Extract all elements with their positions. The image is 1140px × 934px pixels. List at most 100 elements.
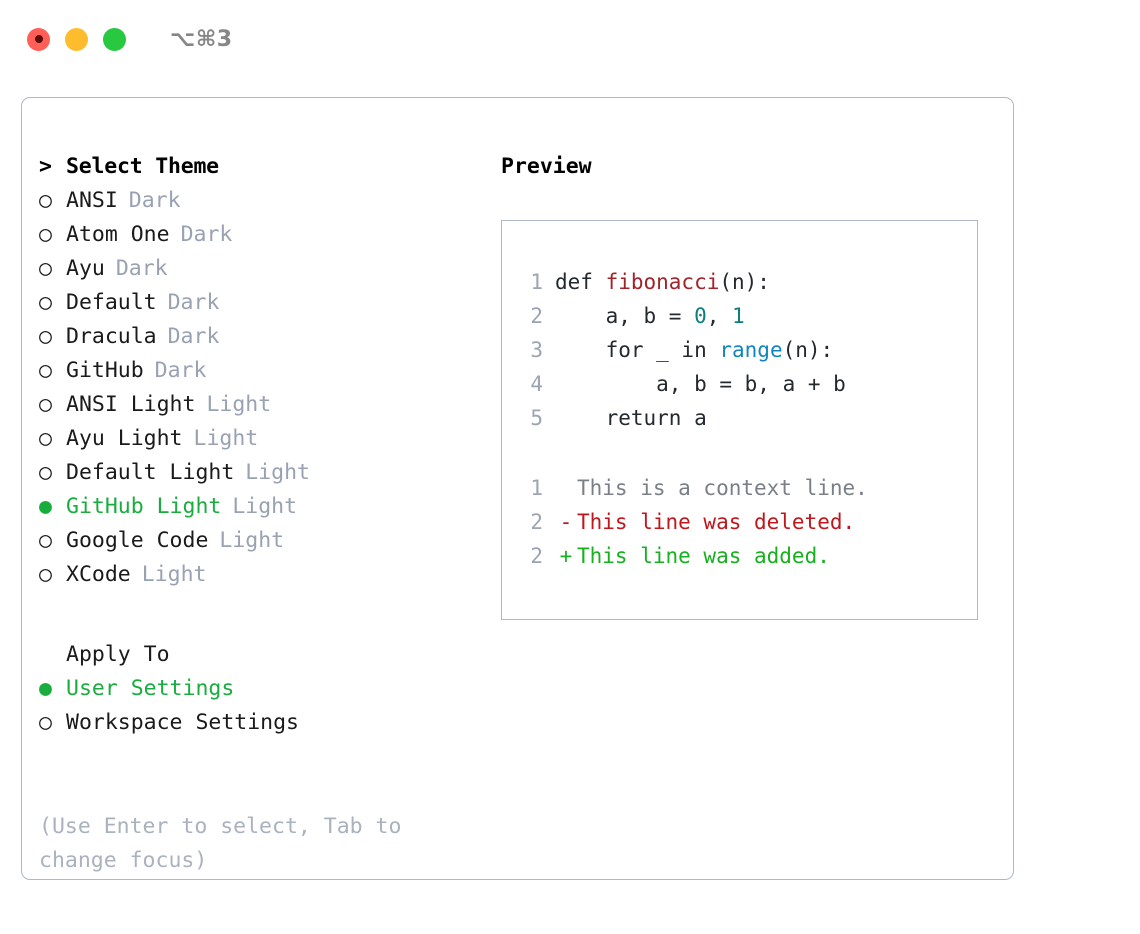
- line-number: 1: [530, 476, 543, 500]
- theme-option-label: Default Light: [66, 460, 235, 485]
- radio-unselected-icon: ○: [39, 188, 52, 213]
- theme-variant-badge: Dark: [167, 324, 220, 349]
- theme-option-label: Google Code: [66, 528, 209, 553]
- line-number: 2: [530, 304, 543, 328]
- window-controls: [27, 27, 126, 51]
- blank-marker-icon: ○: [39, 638, 66, 672]
- theme-option-label: ANSI Light: [66, 392, 196, 417]
- code-token-call: range: [719, 338, 783, 362]
- theme-variant-badge: Dark: [180, 222, 233, 247]
- diff-sample: 1 This is a context line.2-This line was…: [502, 471, 977, 573]
- code-line-text: def fibonacci(n):: [555, 265, 770, 299]
- radio-unselected-icon: ○: [39, 392, 52, 417]
- theme-variant-badge: Light: [232, 494, 298, 519]
- radio-unselected-icon: ○: [39, 562, 52, 587]
- code-token-plain: ,: [706, 304, 733, 328]
- title-bar: ⌥⌘3: [0, 0, 1140, 78]
- code-line: 2 a, b = 0, 1: [502, 299, 977, 333]
- minimize-button[interactable]: [65, 27, 88, 51]
- line-number: 1: [530, 270, 543, 294]
- diff-line-text: This line was added.: [577, 544, 830, 568]
- theme-option-label: Dracula: [66, 324, 157, 349]
- apply-to-header: ○ Apply To: [39, 638, 469, 672]
- spacer: [502, 435, 977, 471]
- theme-option[interactable]: ○ Google Code Light: [39, 524, 469, 558]
- diff-line: 2+This line was added.: [502, 539, 977, 573]
- preview-title: Preview: [501, 154, 592, 179]
- theme-option-label: GitHub: [66, 358, 144, 383]
- apply-to-label: Apply To: [66, 642, 170, 667]
- radio-unselected-icon: ○: [39, 710, 52, 735]
- radio-selected-icon: ●: [39, 494, 52, 519]
- maximize-button[interactable]: [103, 27, 126, 51]
- theme-option[interactable]: ○ Ayu Dark: [39, 252, 469, 286]
- apply-to-list: ●User Settings ○ Workspace Settings: [39, 672, 469, 740]
- theme-variant-badge: Dark: [115, 256, 168, 281]
- theme-option-label: Default: [66, 290, 157, 315]
- code-token-plain: a, b =: [555, 304, 695, 328]
- spacer: [39, 592, 469, 638]
- theme-option[interactable]: ○ Dracula Dark: [39, 320, 469, 354]
- radio-unselected-icon: ○: [39, 528, 52, 553]
- code-token-num: 1: [732, 304, 745, 328]
- theme-variant-badge: Dark: [167, 290, 220, 315]
- theme-variant-badge: Light: [141, 562, 207, 587]
- apply-to-option-label: User Settings: [66, 676, 235, 701]
- code-token-fn: fibonacci: [605, 270, 720, 294]
- code-token-num: 0: [694, 304, 707, 328]
- line-number: 4: [530, 372, 543, 396]
- code-line-text: a, b = 0, 1: [555, 299, 745, 333]
- code-token-plain: (n):: [719, 270, 770, 294]
- diff-sign-del: -: [559, 510, 573, 534]
- theme-variant-badge: Light: [245, 460, 311, 485]
- apply-to-option[interactable]: ●User Settings: [39, 672, 469, 706]
- code-line-text: for _ in range(n):: [555, 333, 834, 367]
- code-token-plain: return a: [555, 406, 707, 430]
- theme-variant-badge: Dark: [154, 358, 207, 383]
- theme-variant-badge: Light: [219, 528, 285, 553]
- theme-variant-badge: Dark: [128, 188, 181, 213]
- code-token-plain: def: [555, 270, 606, 294]
- diff-line-text: This is a context line.: [577, 476, 868, 500]
- radio-unselected-icon: ○: [39, 324, 52, 349]
- code-token-plain: a, b = b, a + b: [555, 372, 846, 396]
- theme-option[interactable]: ○ ANSI Dark: [39, 184, 469, 218]
- apply-to-option[interactable]: ○ Workspace Settings: [39, 706, 469, 740]
- radio-unselected-icon: ○: [39, 222, 52, 247]
- keyboard-hint: (Use Enter to select, Tab to change focu…: [39, 814, 415, 873]
- apply-to-option-label: Workspace Settings: [66, 710, 299, 735]
- diff-line: 1 This is a context line.: [502, 471, 977, 505]
- diff-line-text: This line was deleted.: [577, 510, 856, 534]
- radio-unselected-icon: ○: [39, 426, 52, 451]
- theme-option-label: XCode: [66, 562, 131, 587]
- theme-option-label: Ayu: [66, 256, 105, 281]
- code-line-text: a, b = b, a + b: [555, 367, 846, 401]
- recording-dot-icon: [34, 35, 43, 43]
- radio-unselected-icon: ○: [39, 256, 52, 281]
- theme-option[interactable]: ○ XCode Light: [39, 558, 469, 592]
- cursor-icon: >: [39, 154, 52, 179]
- select-theme-header: > Select Theme: [39, 150, 469, 184]
- close-button[interactable]: [27, 27, 50, 51]
- code-line: 3 for _ in range(n):: [502, 333, 977, 367]
- code-line-text: return a: [555, 401, 707, 435]
- page-title: Select Theme: [66, 154, 219, 179]
- code-token-plain: for _ in: [555, 338, 720, 362]
- line-number: 5: [530, 406, 543, 430]
- code-token-plain: (n):: [782, 338, 834, 362]
- theme-option-label: ANSI: [66, 188, 118, 213]
- diff-line: 2-This line was deleted.: [502, 505, 977, 539]
- theme-option-label: Ayu Light: [66, 426, 183, 451]
